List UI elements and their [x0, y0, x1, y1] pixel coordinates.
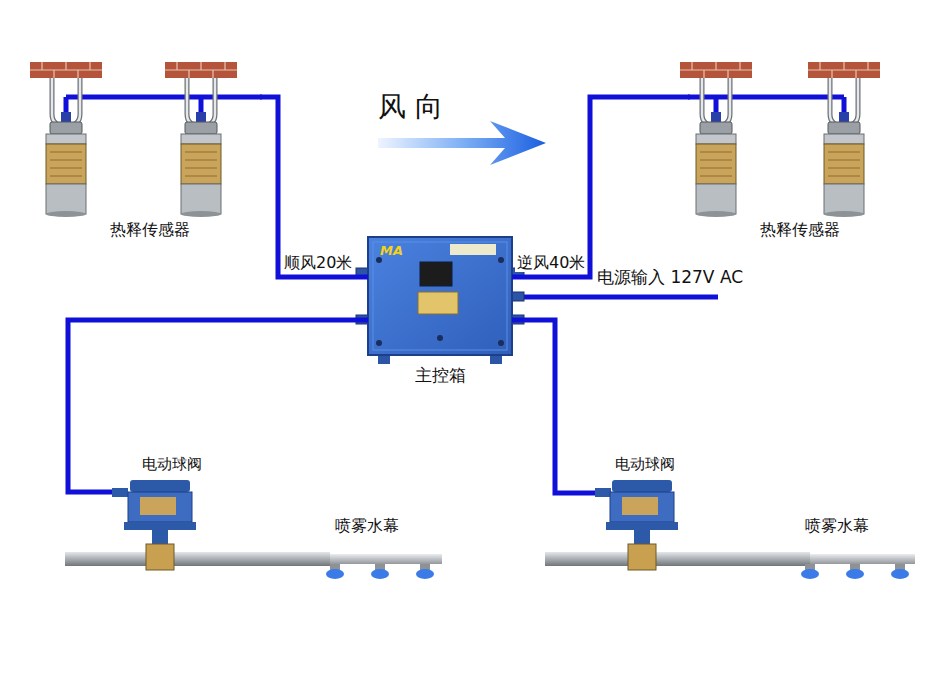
- node-label: 电动球阀: [112, 455, 232, 473]
- sensor-wire: [688, 95, 844, 100]
- node-box: 电动球阀: [595, 450, 695, 545]
- label-holder: 电源输入 127V AC: [597, 267, 743, 287]
- node-box: 热释传感器: [40, 55, 260, 245]
- label-holder: 顺风20米: [282, 253, 354, 272]
- sensor-wire: [66, 95, 262, 100]
- spray-nozzles: [801, 564, 909, 579]
- edge-label: 顺风20米: [282, 253, 354, 272]
- spray-nozzles: [326, 564, 434, 579]
- sensor-icon: [808, 62, 880, 217]
- power-wire: [512, 295, 718, 300]
- ball-valve: [545, 480, 915, 570]
- sensor-icon: [30, 62, 102, 217]
- plain-label: 喷雾水幕: [335, 516, 399, 535]
- label-holder: 风 向: [378, 90, 443, 124]
- cable-connector: [260, 97, 368, 277]
- plain-label: 电源输入 127V AC: [597, 267, 743, 287]
- mark-text: MA: [380, 243, 524, 259]
- plain-label: 喷雾水幕: [805, 516, 869, 535]
- cable-connector: [512, 320, 595, 493]
- ball-valve: [65, 480, 442, 570]
- label-holder: 逆风40米: [515, 253, 587, 272]
- node-box: MA 主控箱: [368, 237, 512, 392]
- node-label: 主控箱: [368, 365, 512, 385]
- node-label: 电动球阀: [595, 455, 695, 473]
- plain-label: 风 向: [378, 90, 443, 124]
- label-holder: 喷雾水幕: [805, 516, 869, 535]
- edge-label: 逆风40米: [515, 253, 587, 272]
- sensor-icon: [680, 62, 752, 217]
- cable-connector: [512, 97, 690, 277]
- control-box: [356, 237, 524, 364]
- label-holder: 喷雾水幕: [335, 516, 399, 535]
- wind-arrow: [378, 121, 546, 165]
- sensor-icon: [165, 62, 237, 217]
- box-panel: MA: [368, 237, 512, 355]
- node-box: 电动球阀: [112, 450, 232, 545]
- node-label: 热释传感器: [40, 220, 260, 239]
- node-box: 热释传感器: [690, 55, 910, 245]
- node-label: 热释传感器: [690, 220, 910, 239]
- cable-connector: [68, 320, 368, 492]
